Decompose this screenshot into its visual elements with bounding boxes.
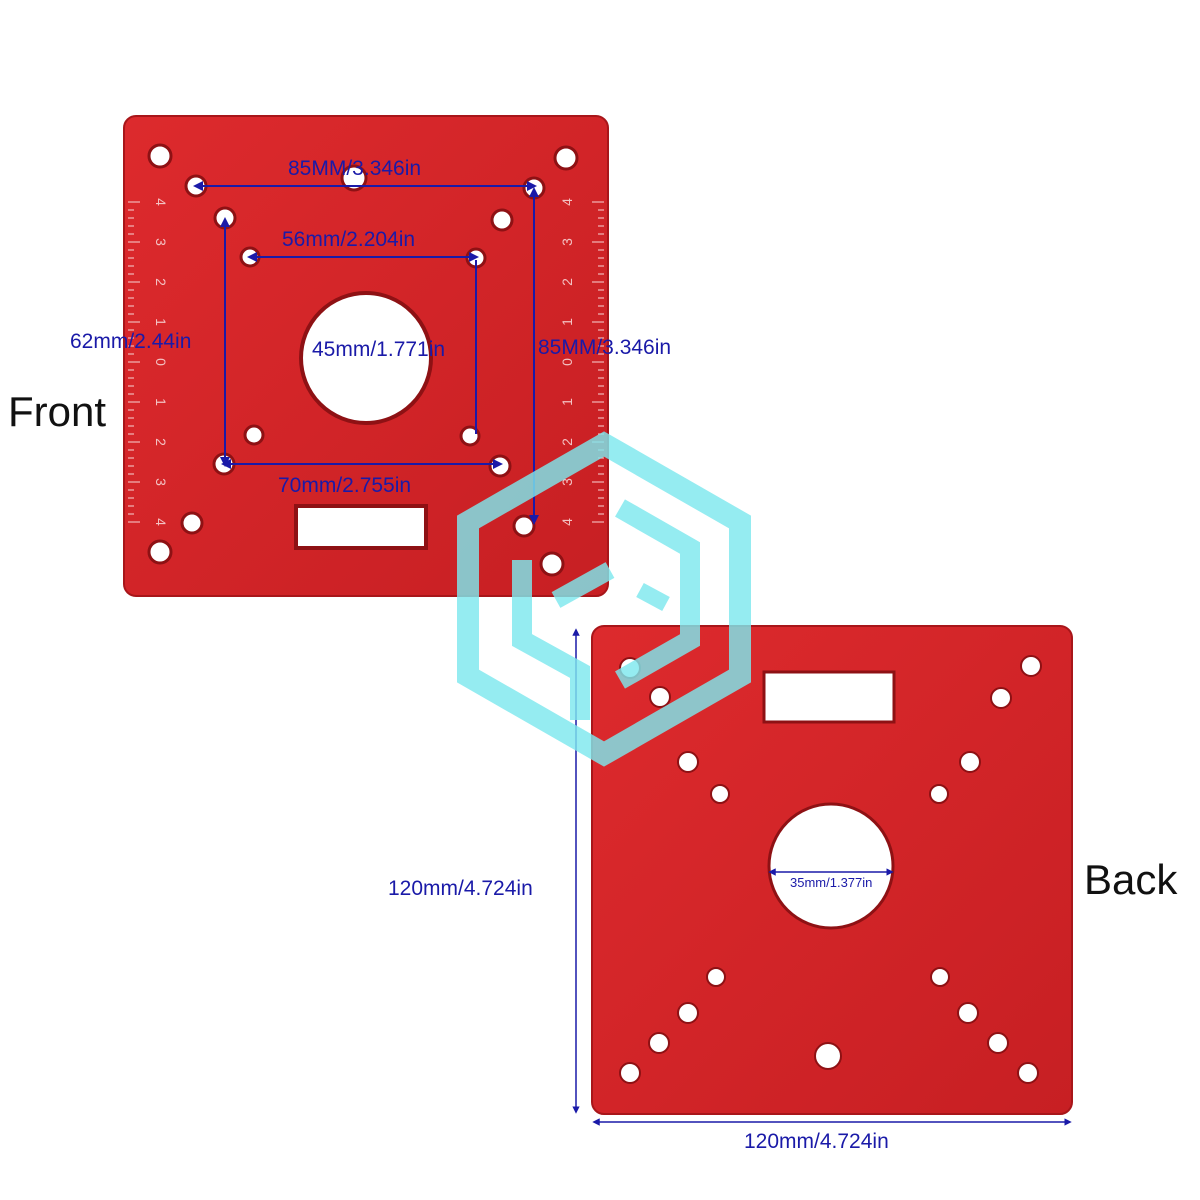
scale-number: 0 bbox=[153, 358, 169, 366]
front-right-scale-numbers: 4 3 2 1 0 1 2 3 4 bbox=[559, 198, 575, 526]
front-left-ruler bbox=[128, 201, 140, 523]
front-slot bbox=[294, 504, 428, 550]
scale-number: 1 bbox=[153, 398, 169, 406]
back-slot bbox=[762, 670, 896, 724]
front-center-hole bbox=[299, 291, 433, 425]
scale-number: 2 bbox=[559, 278, 575, 286]
front-dimension-lines bbox=[193, 181, 539, 525]
front-left-dimension: 62mm/2.44in bbox=[70, 330, 192, 353]
front-inner-top-dimension: 56mm/2.204in bbox=[282, 228, 416, 251]
hexagon-logo-icon bbox=[457, 431, 751, 767]
front-center-dimension: 45mm/1.771in bbox=[312, 338, 446, 361]
back-hole-dimension: 35mm/1.377in bbox=[790, 875, 873, 890]
back-width-dimension: 120mm/4.724in bbox=[744, 1130, 889, 1153]
scale-number: 4 bbox=[559, 518, 575, 526]
scale-number: 3 bbox=[153, 238, 169, 246]
scale-number: 4 bbox=[153, 198, 169, 206]
front-top-dimension: 85MM/3.346in bbox=[288, 157, 422, 180]
scale-number: 3 bbox=[559, 478, 575, 486]
scale-number: 1 bbox=[559, 398, 575, 406]
scale-number: 1 bbox=[153, 318, 169, 326]
scale-number: 2 bbox=[559, 438, 575, 446]
front-plate: 4 3 2 1 0 1 2 3 4 4 3 2 1 0 1 2 3 4 bbox=[123, 115, 609, 597]
front-left-scale-numbers: 4 3 2 1 0 1 2 3 4 bbox=[153, 198, 169, 526]
front-right-dimension: 85MM/3.346in bbox=[538, 336, 672, 359]
scale-number: 0 bbox=[559, 358, 575, 366]
back-height-dimension: 120mm/4.724in bbox=[388, 877, 533, 900]
scale-number: 1 bbox=[559, 318, 575, 326]
scale-number: 3 bbox=[559, 238, 575, 246]
back-plate bbox=[591, 625, 1073, 1115]
scale-number: 3 bbox=[153, 478, 169, 486]
scale-number: 4 bbox=[559, 198, 575, 206]
scale-number: 4 bbox=[153, 518, 169, 526]
front-bottom-dimension: 70mm/2.755in bbox=[278, 474, 412, 497]
back-center-hole bbox=[767, 802, 895, 930]
front-corner-holes bbox=[147, 143, 579, 577]
scale-number: 2 bbox=[153, 278, 169, 286]
back-label: Back bbox=[1084, 856, 1178, 903]
front-label: Front bbox=[8, 388, 107, 435]
back-holes bbox=[619, 655, 1042, 1084]
scale-number: 2 bbox=[153, 438, 169, 446]
